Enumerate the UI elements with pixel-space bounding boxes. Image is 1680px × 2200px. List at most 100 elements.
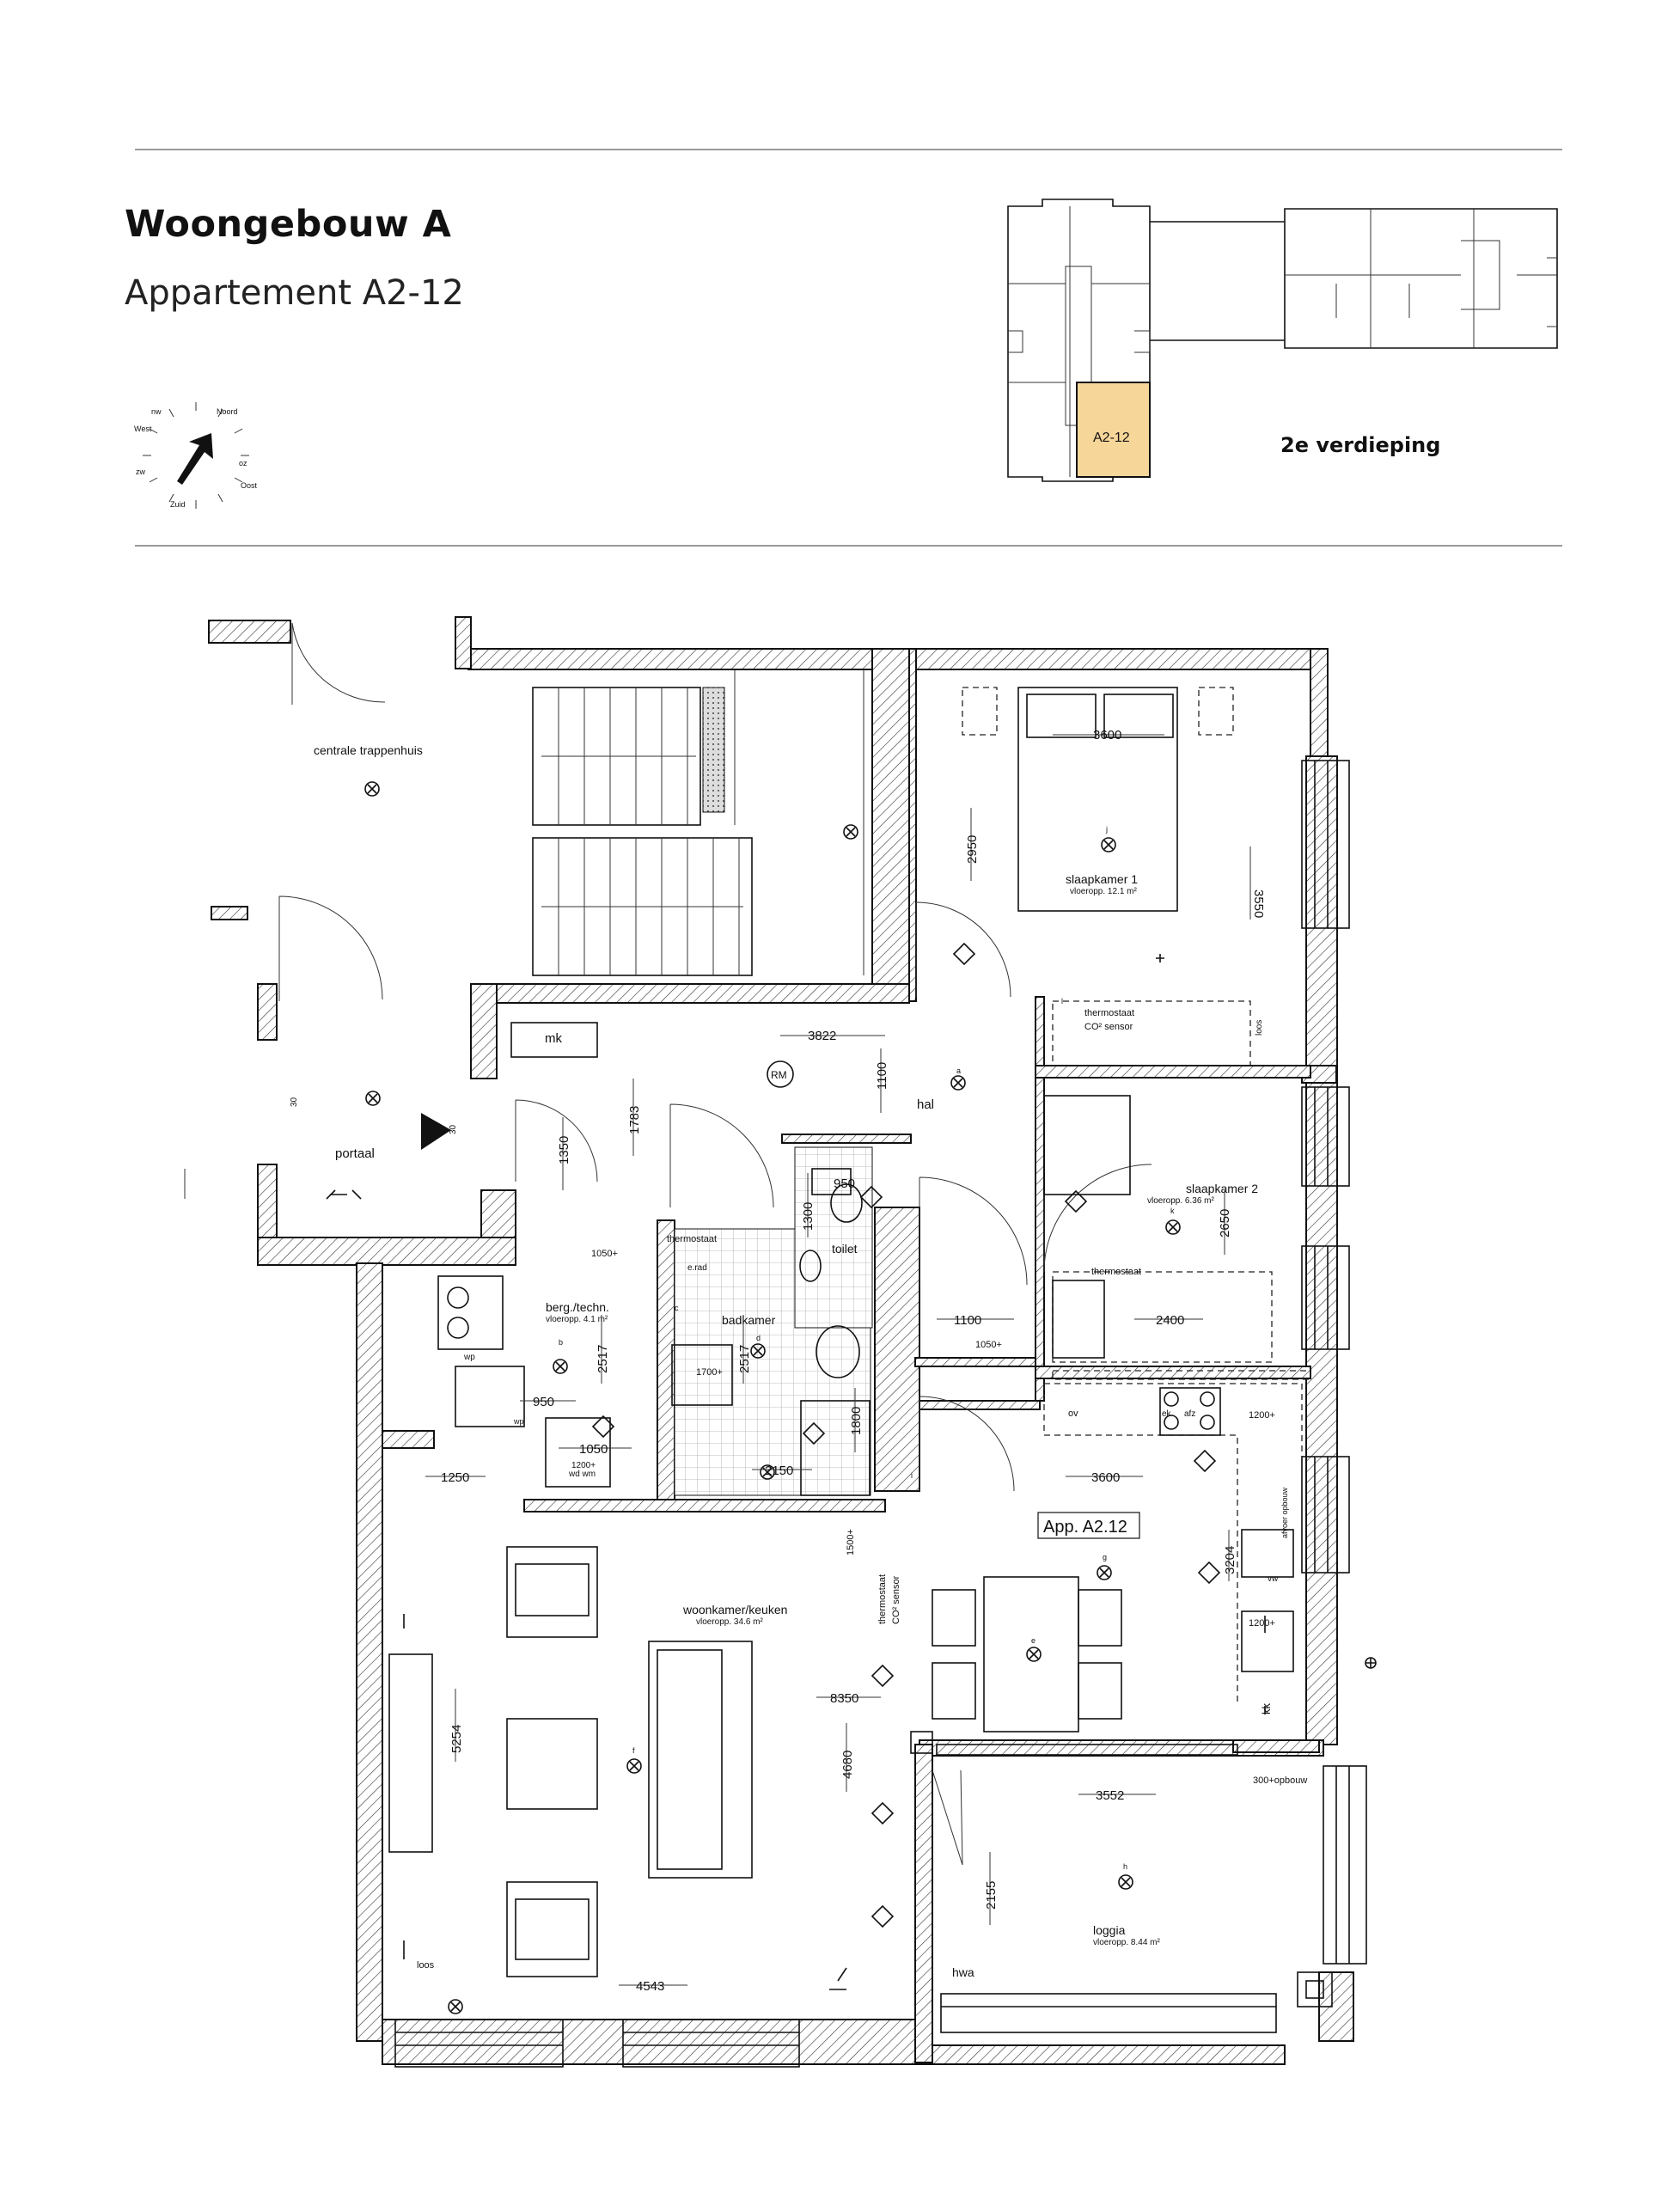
compass-rose: Noord Oost Zuid West zw oz no nw [134,402,258,509]
dim-kitchen-3204: 3204 [1223,1546,1237,1574]
height-1200-storage: 1200+ [571,1461,596,1470]
dim-living-5254: 5254 [449,1725,464,1753]
dim-loggia-2155: 2155 [984,1881,999,1910]
apartment-title: Appartement A2-12 [125,273,464,313]
letter-h: h [1123,1862,1127,1871]
stairs [532,670,864,976]
room-portal: portaal [335,1146,375,1161]
letter-f: f [632,1746,635,1755]
dim-hall-1783: 1783 [627,1106,642,1134]
dim-living-1250: 1250 [441,1470,469,1485]
dim-storage-950: 950 [533,1395,554,1409]
dim-storage-2517: 2517 [596,1345,610,1373]
top-rule [135,149,1562,150]
height-1500-living: 1500+ [846,1529,856,1555]
dim-hall-depth: 1100 [875,1062,889,1090]
letter-e: e [1031,1636,1035,1645]
letter-j: j [1105,825,1108,834]
dim-living-4680: 4680 [840,1751,855,1779]
entry-arrow-icon [421,1113,451,1150]
dim-bath-1800: 1800 [849,1407,864,1435]
n30-entry: 30 [449,1124,458,1134]
room-toilet: toilet [832,1242,858,1256]
room-labels: centrale trappenhuis portaal hal slaapka… [314,743,1258,1947]
unit-tag: App. A2.12 [1043,1518,1127,1537]
compass-label-z: Zuid [170,500,186,509]
room-bedroom1-area: vloeropp. 12.1 m² [1070,887,1137,896]
wp-label: wp [463,1353,475,1362]
ov-label: ov [1068,1409,1078,1419]
room-living: woonkamer/keuken [682,1603,787,1616]
room-storage: berg./techn. [546,1300,609,1314]
letter-c: c [675,1304,679,1312]
dim-bath-2517: 2517 [737,1345,752,1373]
height-1700-bath: 1700+ [696,1367,723,1378]
room-loggia: loggia [1093,1923,1126,1937]
compass-label-nw: nw [151,407,162,416]
socket-symbols [326,942,1266,1990]
unit-tag-box [1037,1512,1140,1539]
wp-label-2: wp [513,1417,524,1426]
loos-living: loos [417,1960,435,1971]
dim-hall-width: 3822 [808,1029,836,1043]
ek-label: ek [1162,1409,1172,1419]
height-1200-kitchen: 1200+ [1249,1410,1275,1421]
compass-label-n: Noord [217,407,238,416]
hwa-label: hwa [952,1965,974,1979]
room-bedroom2-area: vloeropp. 6.36 m² [1147,1196,1214,1206]
letter-i: i [911,1471,913,1480]
dim-living-8350: 8350 [830,1691,858,1706]
north-arrow-icon [177,433,213,485]
meter-cupboard [510,1022,598,1058]
dim-toilet-1300: 1300 [801,1202,816,1231]
loos-bed1: loos [1255,1020,1264,1036]
dim-bed2-height: 2650 [1218,1209,1232,1238]
dim-living-4543: 4543 [636,1979,664,1994]
compass-label-zw: zw [136,468,146,476]
afz-label: afz [1184,1409,1195,1419]
height-300-opbouw: 300+opbouw [1253,1775,1307,1786]
co2-bed1: CO² sensor [1084,1022,1133,1032]
doors [184,622,1152,1866]
thermostat-bed1: thermostaat [1084,1008,1134,1018]
rm-label: RM [771,1069,787,1081]
height-1050-hall: 1050+ [975,1340,1002,1350]
key-plan: A2-12 [1007,199,1558,482]
thermostat-living: thermostaat [877,1574,888,1624]
co2-living: CO² sensor [891,1575,901,1624]
room-bedroom1: slaapkamer 1 [1066,872,1138,886]
drain-icon [910,1731,1333,2008]
wd-wm-label: wd wm [568,1470,596,1479]
vw-label: vw [1268,1574,1279,1584]
bathroom-fixtures [671,1146,873,1496]
header-bottom-rule [135,545,1562,547]
light-points [364,781,1377,2014]
dim-bed1-depth: 2950 [965,835,980,864]
building-title: Woongebouw A [125,203,452,246]
dimension-values: 3600 2950 3550 3822 1100 1783 1350 950 1… [441,728,1266,1994]
letter-a: a [956,1066,961,1075]
keyplan-unit-label: A2-12 [1093,431,1130,445]
smoke-detector-icon [767,1060,794,1088]
n30-portal: 30 [290,1097,299,1107]
kk-label: kk [1260,1703,1273,1715]
dim-hall2-width: 1100 [954,1313,981,1328]
dim-hall-1350: 1350 [557,1136,571,1164]
floor-label: 2e verdieping [1280,433,1441,457]
compass-label-w: West [134,425,152,433]
room-hall: hal [917,1097,934,1112]
room-living-area: vloeropp. 34.6 m² [696,1617,763,1627]
walls [208,616,1354,2065]
meter-label: mk [545,1031,562,1046]
room-bedroom2: slaapkamer 2 [1186,1182,1258,1195]
dim-bed1-width: 3600 [1093,728,1121,742]
letter-k: k [1170,1207,1175,1215]
dim-toilet-950: 950 [834,1176,855,1191]
room-loggia-area: vloeropp. 8.44 m² [1093,1938,1160,1947]
dim-bed2-width: 2400 [1156,1313,1184,1328]
windows [394,760,1367,2068]
installation-annotations: thermostaat CO² sensor thermostaat therm… [290,1008,1307,1979]
room-storage-area: vloeropp. 4.1 m² [546,1315,608,1324]
switch-letters: a b c d e f g h i j k l [559,825,1175,1871]
